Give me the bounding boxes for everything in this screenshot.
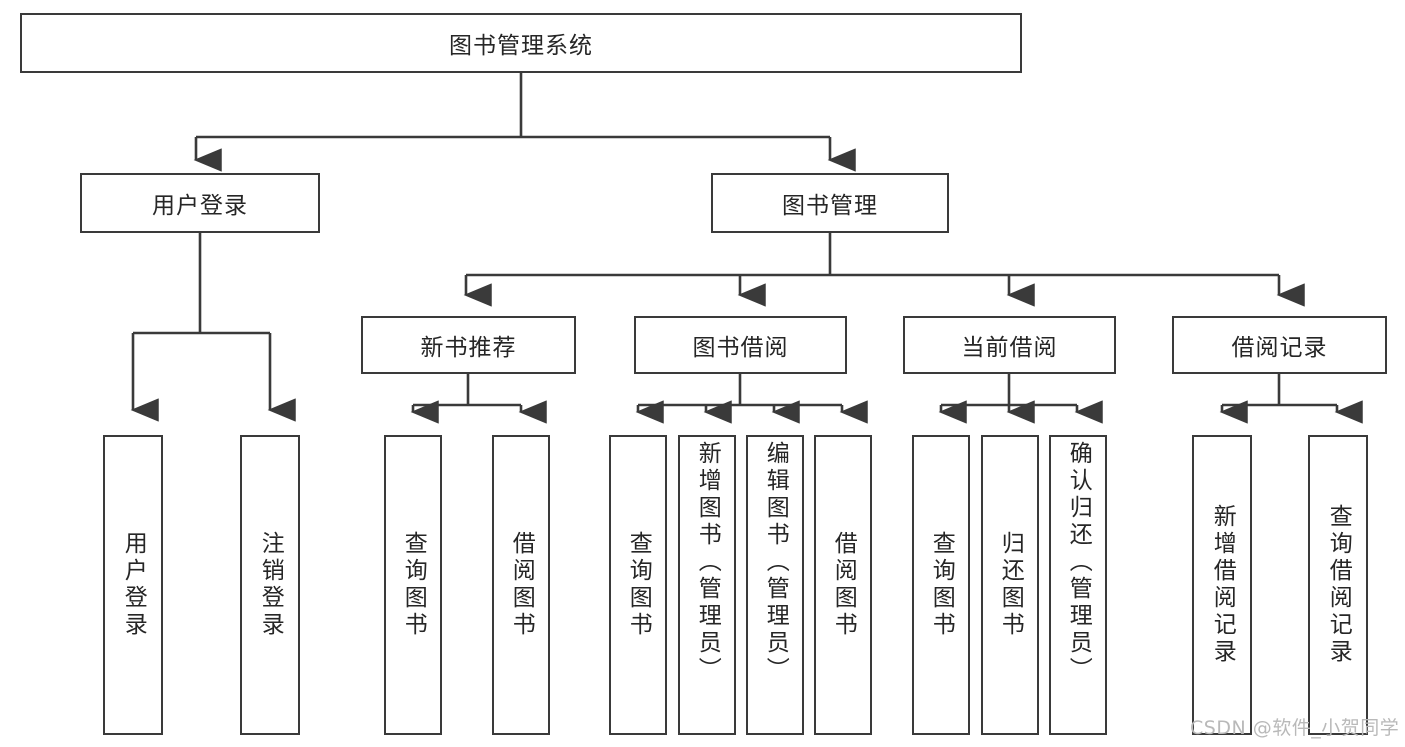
leaf-borrow-book-1[interactable]: 借阅图书 (492, 435, 550, 735)
leaf-add-borrow-record-label: 新增借阅记录 (1209, 504, 1236, 666)
leaf-user-login-label: 用户登录 (120, 531, 147, 639)
leaf-user-login[interactable]: 用户登录 (103, 435, 163, 735)
node-root[interactable]: 图书管理系统 (20, 13, 1022, 73)
leaf-add-book-admin[interactable]: 新增图书（管理员） (678, 435, 736, 735)
leaf-query-book-1-label: 查询图书 (400, 531, 427, 639)
leaf-query-borrow-record-label: 查询借阅记录 (1325, 504, 1352, 666)
node-book-borrow[interactable]: 图书借阅 (634, 316, 847, 374)
leaf-confirm-return-admin-label: 确认归还（管理员） (1065, 441, 1092, 684)
leaf-borrow-book-2-label: 借阅图书 (830, 531, 857, 639)
node-borrow-record-label: 借阅记录 (1231, 335, 1328, 361)
node-book-borrow-label: 图书借阅 (692, 335, 789, 361)
node-book-manage[interactable]: 图书管理 (711, 173, 949, 233)
node-borrow-record[interactable]: 借阅记录 (1172, 316, 1387, 374)
leaf-borrow-book-2[interactable]: 借阅图书 (814, 435, 872, 735)
leaf-edit-book-admin-label: 编辑图书（管理员） (762, 441, 789, 684)
leaf-user-logout-label: 注销登录 (257, 531, 284, 639)
node-current-borrow[interactable]: 当前借阅 (903, 316, 1116, 374)
node-root-label: 图书管理系统 (449, 33, 593, 59)
node-user-login[interactable]: 用户登录 (80, 173, 320, 233)
node-new-book-recommend-label: 新书推荐 (420, 335, 517, 361)
node-book-manage-label: 图书管理 (782, 193, 878, 219)
leaf-add-book-admin-label: 新增图书（管理员） (694, 441, 721, 684)
leaf-borrow-book-1-label: 借阅图书 (508, 531, 535, 639)
node-new-book-recommend[interactable]: 新书推荐 (361, 316, 576, 374)
leaf-return-book[interactable]: 归还图书 (981, 435, 1039, 735)
leaf-query-book-3-label: 查询图书 (928, 531, 955, 639)
leaf-query-book-3[interactable]: 查询图书 (912, 435, 970, 735)
leaf-confirm-return-admin[interactable]: 确认归还（管理员） (1049, 435, 1107, 735)
leaf-query-book-2-label: 查询图书 (625, 531, 652, 639)
node-user-login-label: 用户登录 (152, 193, 248, 219)
leaf-query-borrow-record[interactable]: 查询借阅记录 (1308, 435, 1368, 735)
watermark: CSDN @软件_小贺同学 (1190, 717, 1400, 739)
leaf-add-borrow-record[interactable]: 新增借阅记录 (1192, 435, 1252, 735)
leaf-user-logout[interactable]: 注销登录 (240, 435, 300, 735)
leaf-edit-book-admin[interactable]: 编辑图书（管理员） (746, 435, 804, 735)
leaf-query-book-1[interactable]: 查询图书 (384, 435, 442, 735)
node-current-borrow-label: 当前借阅 (961, 335, 1058, 361)
leaf-return-book-label: 归还图书 (997, 531, 1024, 639)
leaf-query-book-2[interactable]: 查询图书 (609, 435, 667, 735)
